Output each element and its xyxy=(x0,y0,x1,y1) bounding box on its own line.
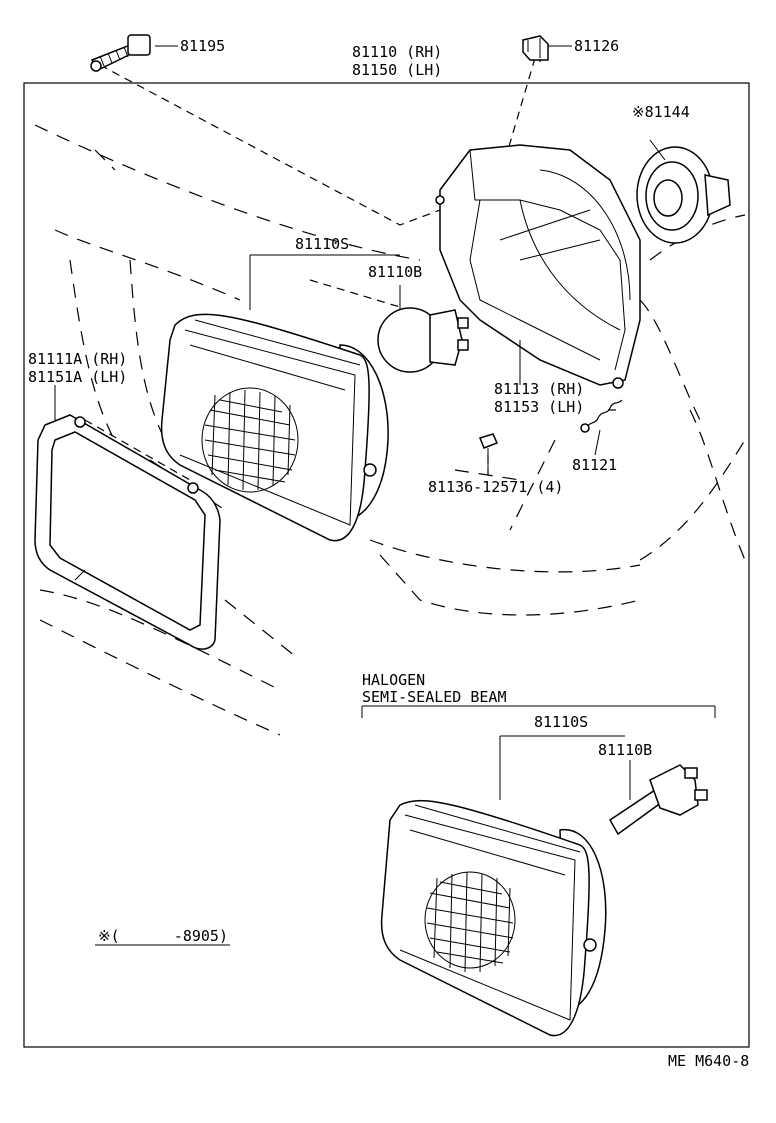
headlamp-housing xyxy=(435,144,641,389)
label-81151a-lh: 81151A (LH) xyxy=(28,368,127,386)
clip-81126 xyxy=(522,35,572,61)
spring-81121 xyxy=(580,399,623,456)
label-81110-rh: 81110 (RH) xyxy=(352,43,442,61)
bulb-socket-81144 xyxy=(636,139,731,244)
label-81153-lh: 81153 (LH) xyxy=(494,398,584,416)
label-81121: 81121 xyxy=(572,456,617,474)
label-81126: 81126 xyxy=(574,37,619,55)
lens-grid-upper xyxy=(201,387,299,493)
label-81150-lh: 81150 (LH) xyxy=(352,61,442,79)
lens-grid-halogen xyxy=(424,871,516,973)
label-81195: 81195 xyxy=(180,37,225,55)
leader-lines xyxy=(84,57,620,481)
bolt-81195 xyxy=(90,34,178,72)
label-81110s-halogen: 81110S xyxy=(534,713,588,731)
screw-81136 xyxy=(479,433,499,470)
halogen-subtitle: SEMI-SEALED BEAM xyxy=(362,688,507,706)
vehicle-body-outline xyxy=(34,124,746,736)
halogen-title: HALOGEN xyxy=(362,671,425,689)
headlamp-bezel-81111a xyxy=(34,385,221,650)
label-81110s: 81110S xyxy=(295,235,349,253)
label-81136: 81136-12571 (4) xyxy=(428,478,563,496)
label-81110b: 81110B xyxy=(368,263,422,281)
label-81144: ※81144 xyxy=(632,103,690,121)
diagram-frame xyxy=(23,82,750,1048)
bulb-81110b-upper xyxy=(377,285,469,373)
sealed-beam-81110s-halogen xyxy=(380,799,607,1037)
bulb-81110b-halogen xyxy=(609,760,708,836)
sealed-beam-81110s-upper xyxy=(160,313,389,542)
note-range: ※( -8905) xyxy=(98,927,228,945)
label-81113-rh: 81113 (RH) xyxy=(494,380,584,398)
reference-code: ME M640-8 xyxy=(668,1052,749,1070)
halogen-section-bracket xyxy=(361,705,716,718)
label-81110b-halogen: 81110B xyxy=(598,741,652,759)
label-81111a-rh: 81111A (RH) xyxy=(28,350,127,368)
